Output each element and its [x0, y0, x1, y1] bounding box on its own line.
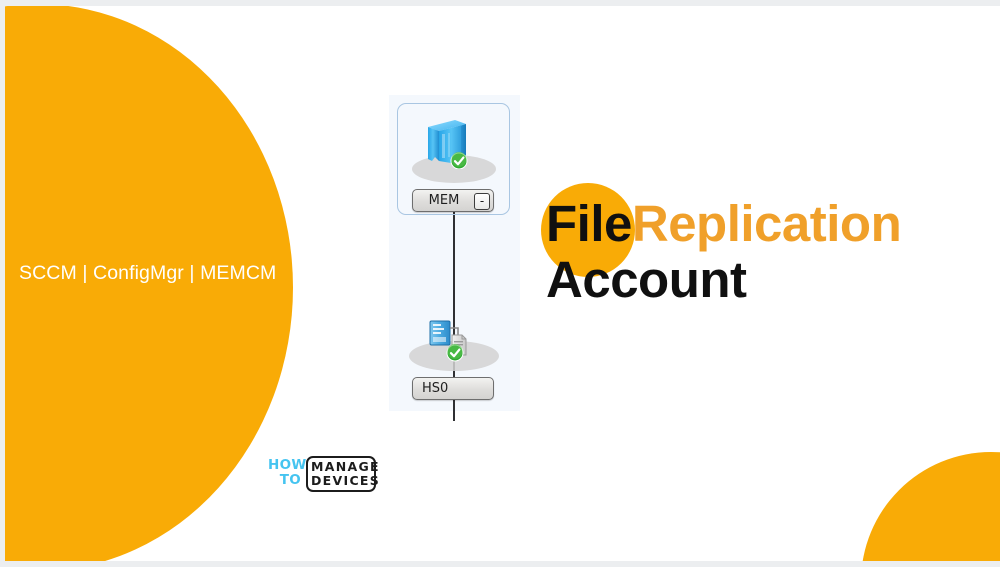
- logo-howto-text: HOW TO: [268, 457, 307, 488]
- hierarchy-node-hs0[interactable]: HS0: [399, 311, 508, 403]
- node-label-mem-text: MEM: [428, 193, 460, 208]
- page-title-word-3: Account: [546, 251, 747, 308]
- hierarchy-link-line: [453, 203, 455, 421]
- logo-manage-text: MANAGE: [311, 459, 380, 474]
- logo-devices-text: DEVICES: [311, 473, 381, 488]
- hierarchy-node-mem[interactable]: MEM -: [399, 107, 508, 212]
- logo-to-line: TO: [279, 472, 301, 488]
- node-label-mem[interactable]: MEM -: [412, 189, 494, 212]
- secondary-site-server-icon: [429, 320, 467, 362]
- logo-phone-outline-icon: MANAGE DEVICES: [306, 456, 381, 492]
- site-server-icon: [428, 120, 468, 169]
- selected-node-outline: [397, 103, 510, 215]
- collapse-toggle-button[interactable]: -: [474, 192, 490, 210]
- page-title-word-2: Replication: [631, 195, 902, 252]
- page-title-word-1: File: [546, 195, 632, 252]
- orange-circle-title-highlight: [541, 183, 635, 277]
- configmgr-hierarchy-panel: MEM -: [389, 95, 520, 421]
- orange-circle-left-decoration: [5, 6, 293, 561]
- howtomanagedevices-logo: HOW TO MANAGE DEVICES: [268, 456, 381, 494]
- node-label-hs0-text: HS0: [422, 381, 449, 396]
- orange-circle-bottom-right-decoration: [861, 452, 1000, 561]
- tagline: SCCM | ConfigMgr | MEMCM: [19, 262, 277, 284]
- logo-how-line: HOW: [268, 457, 307, 473]
- node-label-hs0[interactable]: HS0: [412, 377, 494, 400]
